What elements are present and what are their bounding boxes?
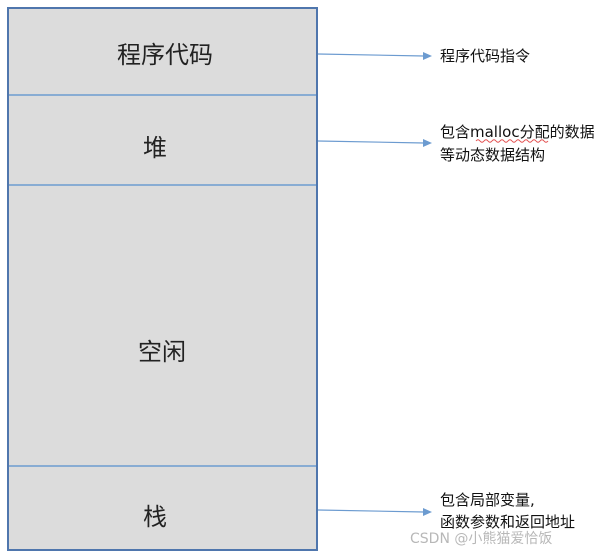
- heap-note-line-1: 包含malloc分配的数据: [440, 123, 595, 141]
- arrow-stack-head: [423, 508, 432, 516]
- arrow-stack: [317, 508, 432, 516]
- stack-segment-label: 栈: [143, 503, 167, 531]
- memory-outline: [7, 7, 318, 551]
- heap-segment-label: 堆: [143, 134, 167, 162]
- heap-note-line-2: 等动态数据结构: [440, 146, 545, 164]
- code-segment-label: 程序代码: [117, 41, 213, 69]
- stack-note-line-1: 包含局部变量,: [440, 491, 535, 509]
- arrow-heap: [317, 139, 432, 147]
- arrow-code-head: [423, 52, 432, 60]
- stack-note-line-2: 函数参数和返回地址: [440, 513, 575, 531]
- stack-segment: [8, 466, 317, 550]
- heap-segment: [8, 95, 317, 185]
- code-note-line-1: 程序代码指令: [440, 47, 530, 65]
- free-segment: [8, 185, 317, 466]
- arrow-code: [317, 52, 432, 60]
- watermark: CSDN @小熊猫爱恰饭: [410, 531, 552, 547]
- spellcheck-underline: [475, 139, 549, 143]
- free-segment-label: 空闲: [138, 338, 186, 366]
- code-segment: [8, 8, 317, 95]
- arrow-heap-head: [423, 139, 432, 147]
